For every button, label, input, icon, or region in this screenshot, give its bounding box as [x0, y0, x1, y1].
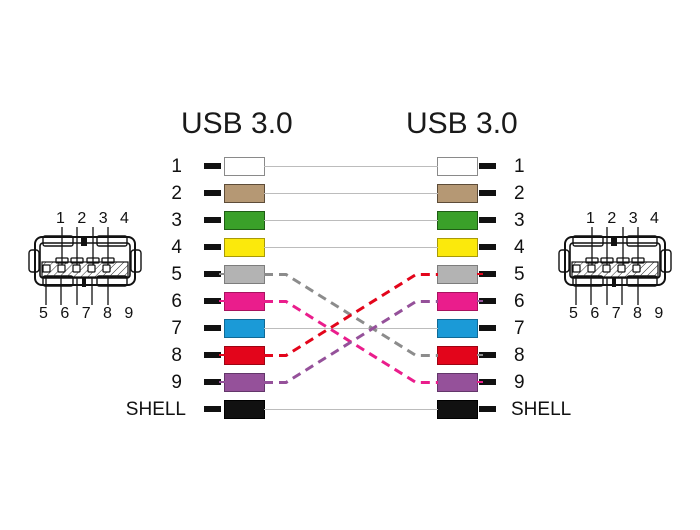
pin-number-right: 9 — [514, 372, 525, 393]
pin-color-swatch-right — [437, 238, 478, 257]
connector-left-top-pin-numbers: 1 2 3 4 — [56, 210, 133, 227]
pin-row: SHELL SHELL — [0, 396, 700, 423]
pin-color-swatch-right — [437, 346, 478, 365]
pin-lead-right — [477, 273, 483, 275]
pin-color-swatch-right — [437, 265, 478, 284]
pin-lead-left — [219, 273, 225, 275]
pin-stub-left — [204, 190, 221, 196]
pin-stub-left — [204, 352, 221, 358]
pin-number-right: 5 — [514, 264, 525, 285]
pin-number-left: 5 — [171, 264, 182, 285]
pin-color-swatch-left — [224, 400, 265, 419]
pin-wire-straight — [264, 193, 438, 194]
pin-number-right: 3 — [514, 210, 525, 231]
connector-right-bottom-pin-numbers: 5 6 7 8 9 — [569, 305, 668, 322]
pin-stub-right — [479, 352, 496, 358]
pin-color-swatch-right — [437, 211, 478, 230]
pin-lead-right — [477, 300, 483, 302]
pin-number-right: 7 — [514, 318, 525, 339]
pin-number-left: 2 — [171, 183, 182, 204]
pin-stub-right — [479, 244, 496, 250]
pin-wire-straight — [264, 409, 438, 410]
pin-color-swatch-right — [437, 400, 478, 419]
pin-stub-right — [479, 190, 496, 196]
connector-left-bottom-pin-numbers: 5 6 7 8 9 — [39, 305, 138, 322]
pin-stub-right — [479, 217, 496, 223]
pin-wire-straight — [264, 247, 438, 248]
usb-type-a-port-icon — [558, 227, 672, 305]
pin-color-swatch-right — [437, 157, 478, 176]
usb-connector-right: 1 2 3 4 5 6 7 8 9 — [548, 205, 688, 330]
pin-stub-left — [204, 298, 221, 304]
connector-right-top-pin-numbers: 1 2 3 4 — [586, 210, 663, 227]
pin-color-swatch-right — [437, 292, 478, 311]
pin-stub-right — [479, 298, 496, 304]
pin-stub-right — [479, 271, 496, 277]
pin-number-right: SHELL — [511, 399, 572, 420]
pin-color-swatch-left — [224, 157, 265, 176]
pin-color-swatch-left — [224, 238, 265, 257]
pin-color-swatch-left — [224, 292, 265, 311]
pin-number-left: 8 — [171, 345, 182, 366]
pin-stub-left — [204, 406, 221, 412]
pin-stub-right — [479, 163, 496, 169]
pin-number-right: 1 — [514, 156, 525, 177]
pin-number-right: 8 — [514, 345, 525, 366]
title-right: USB 3.0 — [406, 107, 518, 140]
pin-color-swatch-left — [224, 265, 265, 284]
pin-number-left: 9 — [171, 372, 182, 393]
pin-color-swatch-left — [224, 211, 265, 230]
pin-number-left: 3 — [171, 210, 182, 231]
pin-stub-left — [204, 244, 221, 250]
usb-connector-left: 1 2 3 4 5 6 7 8 9 — [18, 205, 158, 330]
pin-color-swatch-right — [437, 373, 478, 392]
pin-stub-left — [204, 379, 221, 385]
pin-number-right: 6 — [514, 291, 525, 312]
pin-stub-left — [204, 271, 221, 277]
pin-color-swatch-left — [224, 373, 265, 392]
pin-stub-left — [204, 163, 221, 169]
pin-number-left: 1 — [171, 156, 182, 177]
pin-number-left: 7 — [171, 318, 182, 339]
pin-color-swatch-left — [224, 346, 265, 365]
pin-stub-right — [479, 325, 496, 331]
pin-stub-left — [204, 325, 221, 331]
pin-lead-left — [219, 381, 225, 383]
pin-stub-right — [479, 379, 496, 385]
pin-number-right: 2 — [514, 183, 525, 204]
pin-lead-left — [219, 354, 225, 356]
pin-number-right: 4 — [514, 237, 525, 258]
pin-lead-left — [219, 300, 225, 302]
pin-stub-right — [479, 406, 496, 412]
pin-lead-right — [477, 354, 483, 356]
pin-wire-straight — [264, 166, 438, 167]
pin-wire-straight — [264, 328, 438, 329]
pin-lead-right — [477, 381, 483, 383]
pin-color-swatch-left — [224, 319, 265, 338]
pin-color-swatch-right — [437, 319, 478, 338]
pin-number-left: 4 — [171, 237, 182, 258]
pin-wire-straight — [264, 220, 438, 221]
pin-stub-left — [204, 217, 221, 223]
pin-color-swatch-left — [224, 184, 265, 203]
pin-color-swatch-right — [437, 184, 478, 203]
pin-number-left: SHELL — [125, 399, 186, 420]
usb-type-a-port-icon — [28, 227, 142, 305]
title-left: USB 3.0 — [181, 107, 293, 140]
pin-number-left: 6 — [171, 291, 182, 312]
